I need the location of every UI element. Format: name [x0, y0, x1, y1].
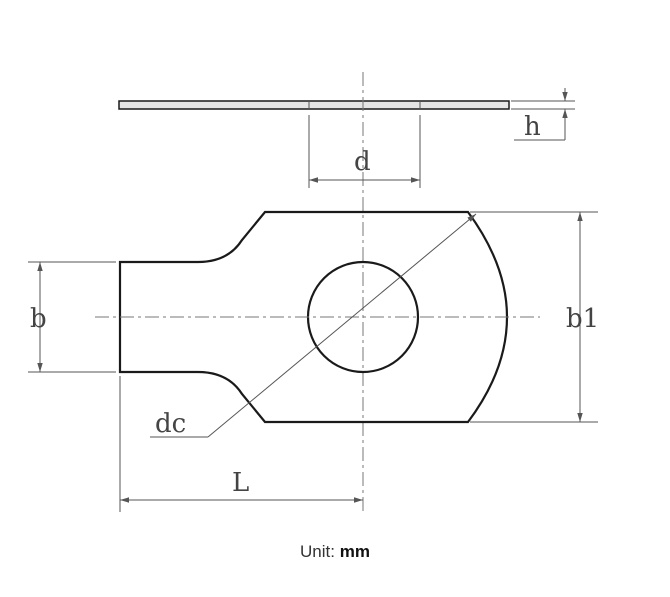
side-view — [118, 100, 510, 110]
L-label: L — [232, 468, 249, 498]
b-dimension: b — [28, 261, 116, 373]
unit-prefix: Unit: — [300, 542, 335, 561]
h-dimension: h — [511, 88, 575, 142]
d-label: d — [354, 147, 371, 177]
b1-dimension: b1 — [470, 211, 599, 423]
dc-dimension: dc — [150, 213, 477, 439]
dc-label: dc — [155, 409, 186, 439]
b1-label: b1 — [566, 304, 599, 334]
unit-caption: Unit: mm — [0, 542, 670, 562]
L-dimension: L — [119, 376, 363, 512]
unit-value: mm — [339, 542, 370, 561]
b-label: b — [30, 304, 47, 334]
h-label: h — [524, 112, 541, 142]
top-view — [95, 210, 540, 424]
d-dimension: d — [308, 115, 421, 188]
side-view-plate — [118, 100, 510, 110]
